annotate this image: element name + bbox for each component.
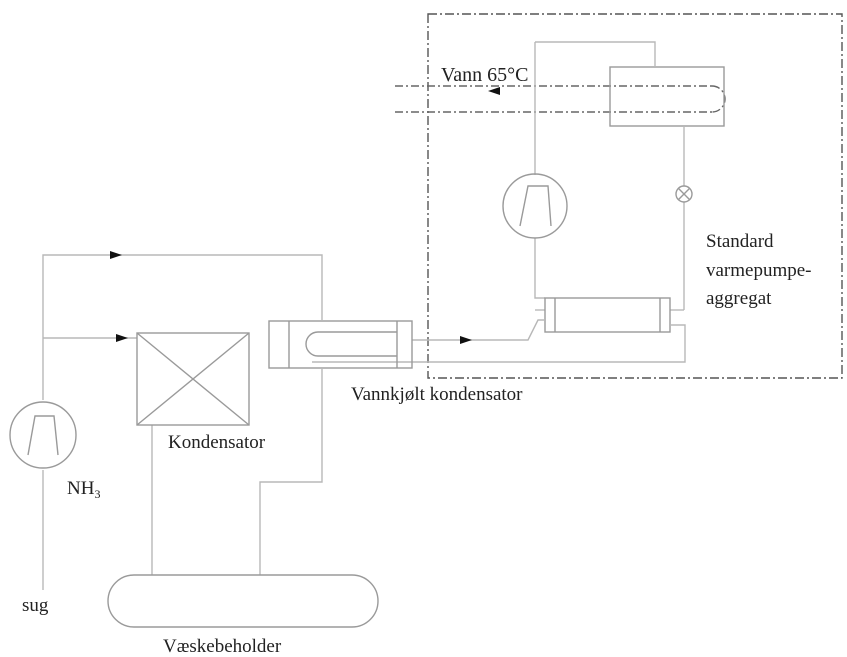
water-cooled-condenser xyxy=(268,320,413,369)
nh3-compressor xyxy=(9,401,77,469)
hot-gas-flow-arrow xyxy=(110,251,122,259)
liquid-receiver xyxy=(107,574,379,628)
refrigerant-label-subscript: 3 xyxy=(94,487,100,501)
nh3-circuit xyxy=(42,251,323,590)
water-temperature-label: Vann 65°C xyxy=(441,64,528,86)
heat-pump-compressor xyxy=(502,173,568,239)
refrigerant-label: NH3 xyxy=(67,478,100,501)
heat-pump-unit-boundary xyxy=(427,13,843,379)
condenser-label: Kondensator xyxy=(168,432,266,453)
air-cooled-condenser xyxy=(136,332,250,426)
heat-pump-circuit xyxy=(534,41,685,311)
suction-label: sug xyxy=(22,595,49,616)
standard-unit-label-line3: aggregat xyxy=(706,288,772,309)
intermediate-circuit xyxy=(312,319,686,363)
refrigerant-label-main: NH xyxy=(67,478,95,499)
condenser-flow-arrow xyxy=(116,334,128,342)
expansion-valve xyxy=(675,185,693,203)
water-cooled-condenser-label: Vannkjølt kondensator xyxy=(351,384,523,405)
water-flow-arrow xyxy=(488,87,500,95)
water-circuit xyxy=(395,85,726,113)
liquid-receiver-label: Væskebeholder xyxy=(163,636,282,657)
heat-pump-condenser xyxy=(609,66,725,127)
standard-unit-label-line1: Standard xyxy=(706,231,774,252)
heat-pump-evaporator xyxy=(544,297,671,333)
standard-unit-label-line2: varmepumpe- xyxy=(706,260,812,281)
intermediate-flow-arrow xyxy=(460,336,472,344)
